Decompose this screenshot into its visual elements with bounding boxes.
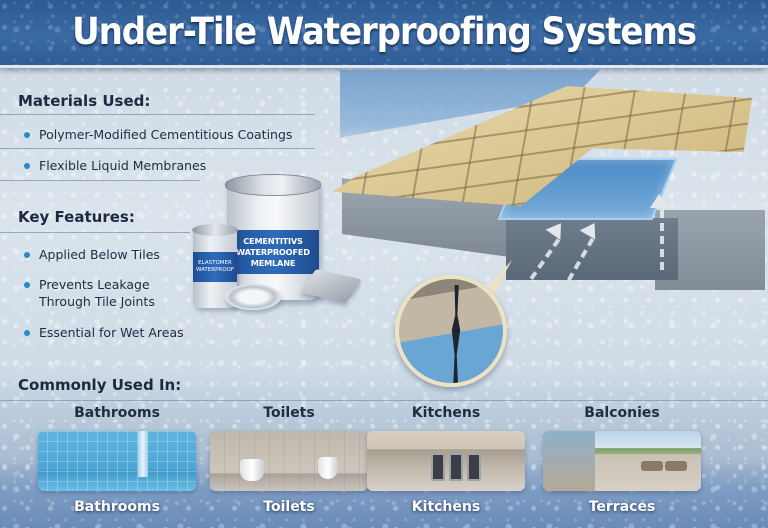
- bathroom-photo: [38, 431, 196, 491]
- header-banner: Under-Tile Waterproofing Systems: [0, 0, 768, 68]
- cementitious-can-icon: CEMENTITIVS WATERPROOFED MEMLANE: [225, 174, 321, 300]
- tile-cutaway-illustration: [320, 70, 768, 400]
- usage-heading: Commonly Used In:: [18, 376, 182, 394]
- usage-card-title: Balconies: [584, 405, 660, 421]
- features-item-text: Prevents Leakage Through Tile Joints: [39, 277, 155, 309]
- features-item-text: Essential for Wet Areas: [39, 325, 184, 340]
- usage-card-caption: Kitchens: [411, 499, 481, 515]
- materials-item-text: Polymer-Modified Cementitious Coatings: [39, 127, 293, 142]
- bidet-icon: [318, 457, 338, 479]
- can-label-line: CEMENTITIVS: [243, 235, 303, 246]
- features-item: Applied Below Tiles: [24, 246, 160, 263]
- lounger-icon: [641, 461, 663, 471]
- can-label-line: MEMLANE: [250, 257, 296, 268]
- can-label-line: WATERPROOF: [195, 267, 235, 273]
- crack-magnifier-icon: [395, 275, 507, 387]
- cutaway-wall: [506, 218, 678, 280]
- elastomer-can-icon: ELASTOMER WATERPROOF: [192, 224, 238, 308]
- divider: [0, 148, 315, 149]
- bullet-icon: [24, 330, 30, 336]
- info-panel: Materials Used: Polymer-Modified Cementi…: [0, 70, 340, 370]
- materials-item: Polymer-Modified Cementitious Coatings: [24, 126, 292, 143]
- toilet-icon: [240, 459, 264, 481]
- features-item: Essential for Wet Areas: [24, 324, 184, 341]
- moisture-arrow-icon: [660, 210, 674, 270]
- usage-card-title: Bathrooms: [74, 405, 160, 421]
- usage-card-caption: Toilets: [263, 499, 315, 515]
- features-heading: Key Features:: [18, 208, 135, 226]
- bullet-icon: [24, 282, 30, 288]
- bullet-icon: [24, 132, 30, 138]
- lounger-icon: [665, 461, 687, 471]
- usage-card-caption: Bathrooms: [74, 499, 160, 515]
- can-lid: [225, 174, 321, 196]
- tile-crack-icon: [451, 285, 461, 383]
- usage-card-bathrooms: Bathrooms Bathrooms: [38, 405, 196, 515]
- usage-card-balconies: Balconies Terraces: [543, 405, 701, 515]
- balcony-photo: [543, 431, 701, 491]
- usage-card-kitchens: Kitchens Kitchens: [367, 405, 525, 515]
- usage-card-title: Kitchens: [411, 405, 481, 421]
- usage-card-title: Toilets: [263, 405, 315, 421]
- divider: [0, 400, 768, 401]
- kitchen-photo: [367, 431, 525, 491]
- oven-icon: [449, 453, 463, 481]
- can-label: CEMENTITIVS WATERPROOFED MEMLANE: [227, 230, 319, 274]
- bullet-icon: [24, 163, 30, 169]
- features-item-text: Applied Below Tiles: [39, 247, 160, 262]
- usage-card-caption: Terraces: [588, 499, 656, 515]
- can-label-line: ELASTOMER: [198, 260, 232, 266]
- divider: [0, 180, 200, 181]
- materials-heading: Materials Used:: [18, 92, 151, 110]
- open-lid-icon: [225, 284, 281, 310]
- oven-icon: [431, 453, 445, 481]
- materials-item-text: Flexible Liquid Membranes: [39, 158, 207, 173]
- toilet-photo: [210, 431, 368, 491]
- features-item: Prevents Leakage Through Tile Joints: [24, 276, 174, 310]
- product-cans-image: CEMENTITIVS WATERPROOFED MEMLANE ELASTOM…: [185, 172, 375, 317]
- materials-item: Flexible Liquid Membranes: [24, 157, 206, 174]
- can-label-line: WATERPROOFED: [236, 246, 310, 257]
- divider: [0, 232, 190, 233]
- can-lid: [192, 224, 238, 236]
- divider: [0, 114, 315, 115]
- bullet-icon: [24, 252, 30, 258]
- usage-card-toilets: Toilets Toilets: [210, 405, 368, 515]
- page-title: Under-Tile Waterproofing Systems: [72, 10, 697, 53]
- oven-icon: [467, 453, 481, 481]
- arrow-head-icon: [650, 194, 668, 208]
- can-label: ELASTOMER WATERPROOF: [193, 252, 237, 282]
